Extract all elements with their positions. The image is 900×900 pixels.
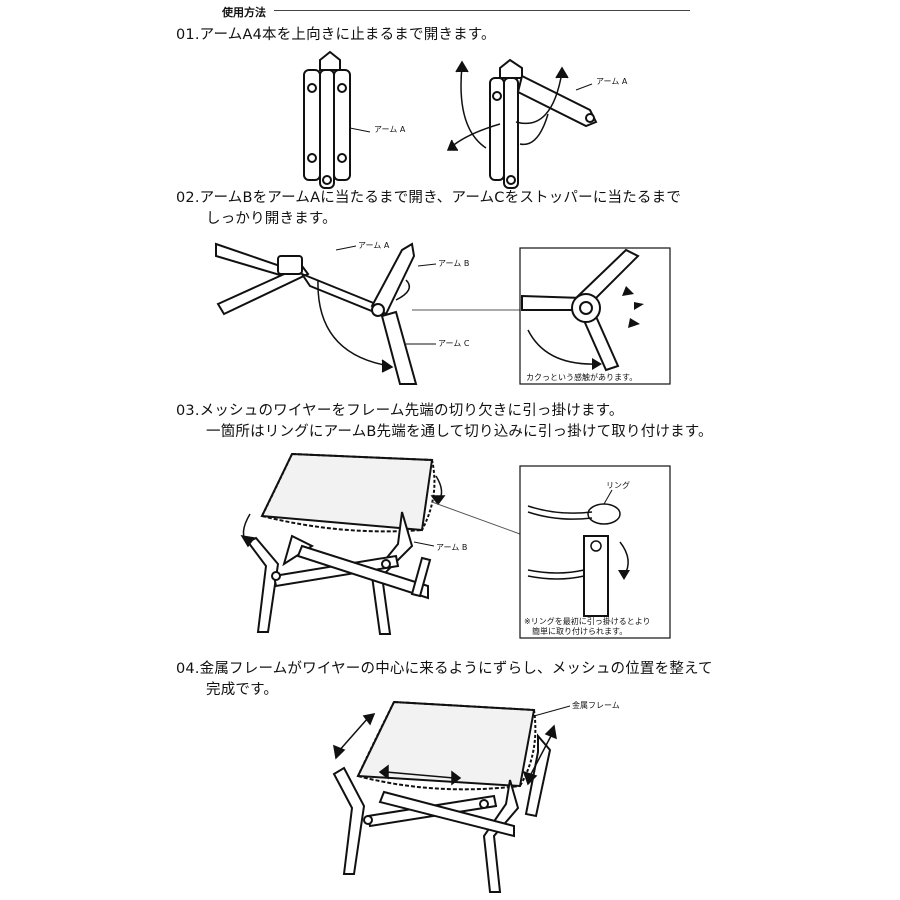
- step-03-text: 03.メッシュのワイヤーをフレーム先端の切り欠きに引っ掛けます。 一箇所はリング…: [176, 403, 713, 440]
- step-01-illustration: アーム A アーム A: [303, 50, 628, 189]
- step-04-arrows: [333, 712, 557, 786]
- completed-stand-drawing: [332, 700, 552, 893]
- step-03-arrows: [240, 475, 446, 548]
- ring-detail-drawing: [527, 503, 629, 617]
- step-02-arrows: [317, 279, 411, 373]
- step-02-illustration: アーム A アーム B アーム C カクっという感触があります。: [215, 241, 671, 385]
- detail-joint-drawing: [521, 248, 640, 372]
- step-04-illustration: 金属フレーム: [332, 700, 620, 893]
- ring-note-2: 簡単に取り付けられます。: [532, 626, 627, 636]
- label-arm-a-1: アーム A: [374, 125, 406, 134]
- label-arm-b-1: アーム B: [438, 259, 469, 268]
- step-04-text: 04.金属フレームがワイヤーの中心に来るようにずらし、メッシュの位置を整えて 完…: [176, 661, 713, 698]
- click-note: カクっという感触があります。: [526, 372, 637, 382]
- label-ring: リング: [606, 480, 630, 490]
- label-arm-a-2: アーム A: [596, 77, 628, 86]
- step-02-text: 02.アームBをアームAに当たるまで開き、アームCをストッパーに当たるまで しっ…: [176, 190, 682, 227]
- folded-stand-drawing: [303, 50, 371, 189]
- rotation-arrows: [446, 60, 569, 151]
- click-marks: [622, 286, 644, 328]
- ring-note-1: ※リングを最初に引っ掛けるとより: [524, 616, 651, 626]
- label-metal-frame: 金属フレーム: [572, 700, 620, 710]
- label-arm-b-2: アーム B: [436, 543, 467, 552]
- step-01-text: 01.アームA4本を上向きに止まるまで開きます。: [176, 27, 496, 43]
- step-03-illustration: アーム B リング ※リングを最初に引っ掛けるとより 簡単に取り付けられます。: [240, 452, 671, 639]
- unfolding-stand-drawing: [489, 58, 598, 189]
- header-title: 使用方法: [222, 6, 266, 19]
- label-arm-a-3: アーム A: [358, 241, 390, 250]
- label-arm-c: アーム C: [438, 339, 470, 348]
- arm-assembly-drawing: [215, 242, 418, 385]
- header-rule: [274, 10, 690, 11]
- mesh-stand-drawing: [246, 452, 436, 635]
